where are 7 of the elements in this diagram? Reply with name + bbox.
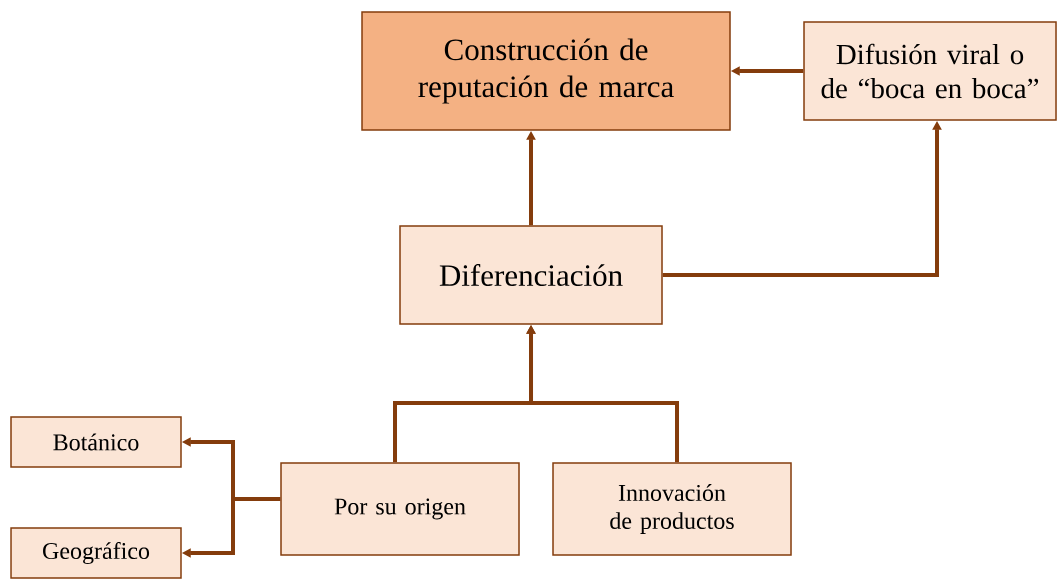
process-box: Construcción de reputación de marca	[361, 11, 731, 131]
process-box: Geográfico	[10, 527, 182, 579]
process-box: Diferenciación	[399, 225, 663, 325]
process-box: Difusión viral o de “boca en boca”	[803, 21, 1057, 121]
process-box: Por su origen	[280, 462, 520, 556]
process-box: Innovación de productos	[552, 462, 792, 556]
process-box: Botánico	[10, 416, 182, 468]
